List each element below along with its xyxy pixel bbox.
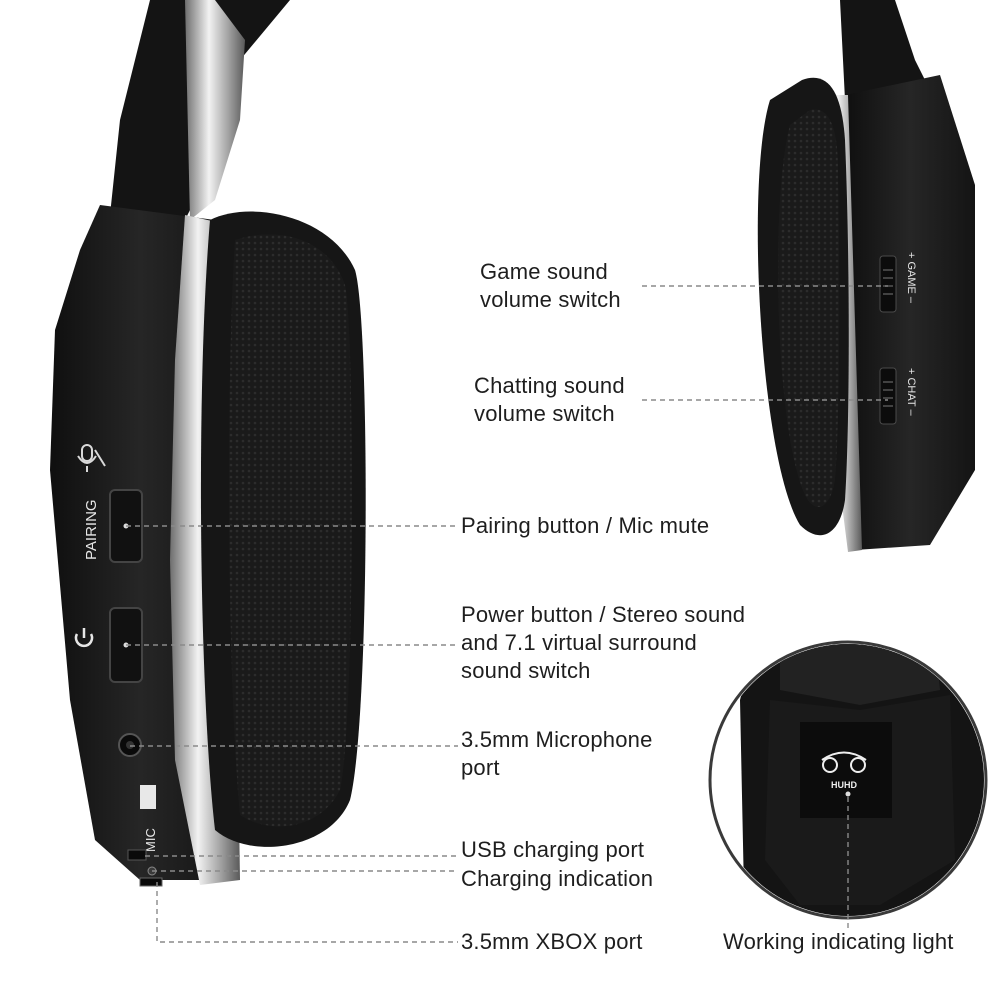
callout-charging: Charging indication [461,866,654,891]
chat-printed-label: + CHAT – [905,368,917,416]
brand-logo: HUHD [821,751,867,797]
callout-usb: USB charging port [461,837,645,862]
callout-working-light: Working indicating light [723,929,954,954]
game-printed-label: + GAME – [905,252,917,304]
callout-power: Power button / Stereo sound and 7.1 virt… [461,602,746,683]
callout-game-volume: Game sound volume switch [480,259,621,312]
leader-lines [126,285,888,943]
usb-port[interactable] [127,849,147,861]
game-volume-switch[interactable] [879,255,897,313]
working-light [845,791,851,797]
chat-volume-switch[interactable] [879,367,897,425]
right-earcup: + GAME – + CHAT – [757,0,975,552]
callout-pairing: Pairing button / Mic mute [461,513,710,538]
pairing-printed-label: PAIRING [83,499,100,560]
callout-xbox: 3.5mm XBOX port [461,929,643,954]
left-earcup: PAIRING MIC [50,0,366,887]
callout-mic-port: 3.5mm Microphone port [461,727,653,780]
working-light-inset: HUHD [708,640,988,920]
logo-text: HUHD [831,780,857,790]
mic-mute-icon [77,444,106,472]
xbox-port[interactable] [139,877,163,887]
mic-port-printed-label: MIC [143,828,158,852]
power-icon [74,628,94,648]
callout-chat-volume: Chatting sound volume switch [474,373,625,426]
